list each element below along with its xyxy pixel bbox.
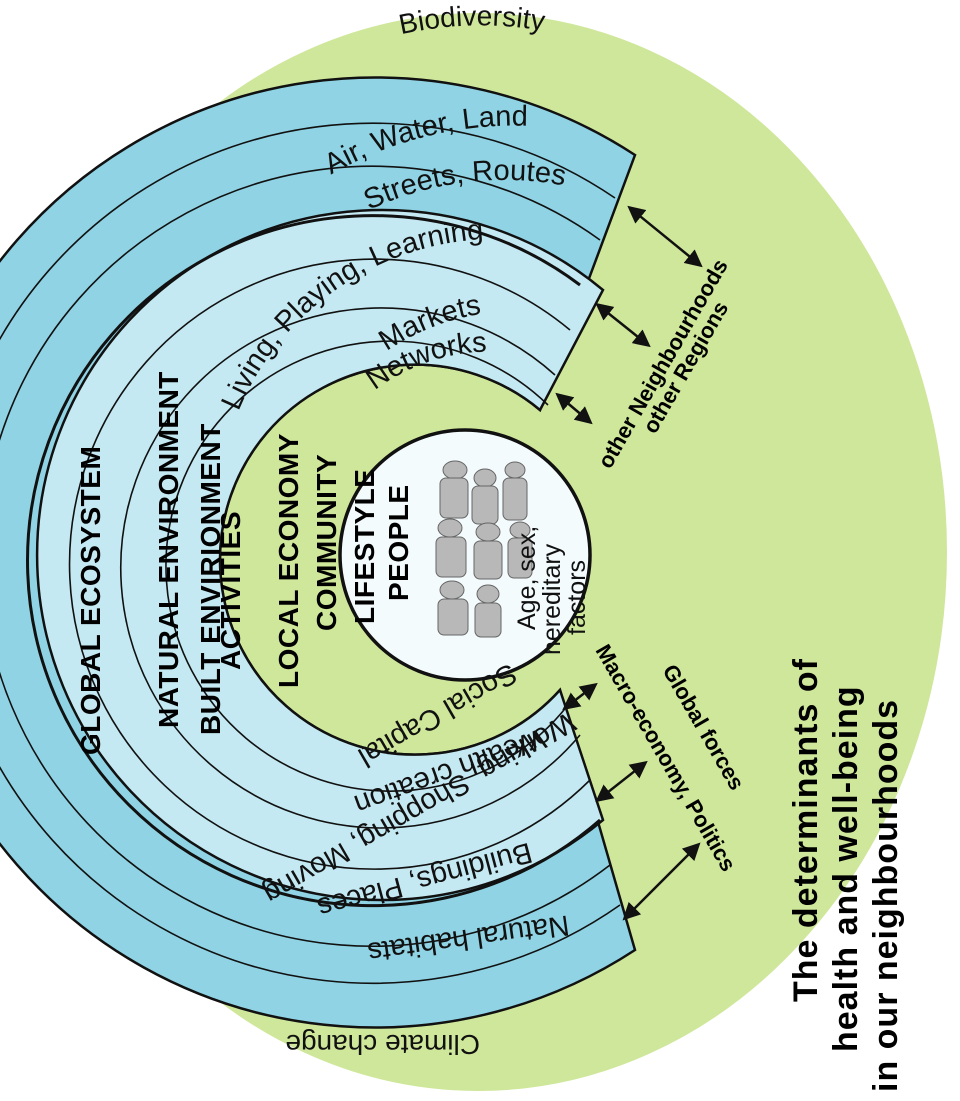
natural-environment-title: NATURAL ENVIRONMENT: [153, 371, 184, 728]
climate-change-label: Climate change: [285, 1029, 480, 1060]
lifestyle-title: LIFESTYLE: [349, 469, 380, 624]
hereditary-label: hereditary: [538, 543, 566, 655]
ring-divider-4: [68, 258, 591, 870]
arrow-forces-2: [595, 760, 648, 803]
title-line-1: The determinants of: [787, 658, 825, 1002]
arrow-neighbourhoods-2: [595, 302, 651, 348]
people-silhouettes-icon: [435, 460, 533, 638]
people-title: PEOPLE: [383, 484, 414, 601]
title-line-3: in our neighbourhoods: [867, 699, 905, 1092]
title-line-2: health and well-being: [827, 685, 865, 1052]
ring-divider-3: [26, 214, 601, 908]
activities-title: ACTIVITIES: [215, 511, 246, 670]
ring-divider-6: [165, 340, 569, 792]
global-ecosystem-label: GLOBAL ECOSYSTEM: [75, 446, 106, 755]
arrow-forces-1: [562, 682, 598, 711]
local-economy-title: LOCAL ECONOMY: [273, 433, 304, 688]
ring-divider-1: [0, 122, 621, 984]
factors-label: factors: [563, 560, 591, 635]
arrow-neighbourhoods-3: [555, 392, 593, 425]
community-title: COMMUNITY: [311, 454, 342, 631]
ring-divider-2: [0, 165, 611, 947]
arrow-forces-3: [622, 842, 701, 921]
arrow-neighbourhoods-1: [627, 205, 703, 268]
ring-divider-5: [119, 307, 581, 829]
built-environment-title: BUILT ENVIRIONMENT: [195, 423, 226, 735]
age-sex-label: Age, sex,: [513, 526, 541, 630]
